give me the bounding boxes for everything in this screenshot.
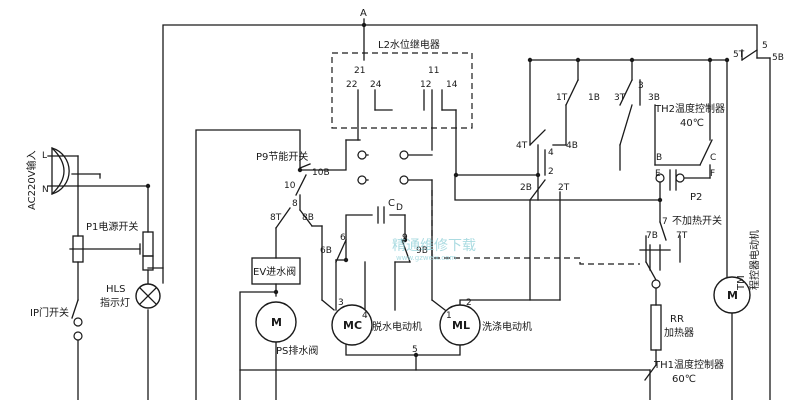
label-bus-5: 5 [412, 345, 418, 355]
label-2t: 2T [558, 183, 570, 193]
label-1t: 1T [556, 93, 568, 103]
label-rr: RR [670, 314, 684, 325]
watermark-url: www.gzweix.com [396, 254, 456, 262]
label-5: 5 [762, 41, 768, 51]
tm-program-motor-icon [713, 276, 751, 314]
label-tm-name: 程控器电动机 [748, 230, 761, 290]
ip-door-switch [71, 299, 79, 319]
label-hls: HLS [106, 284, 125, 295]
label-rr-name: 加热器 [664, 326, 694, 339]
label-1b: 1B [588, 93, 600, 103]
label-ac-l: L [42, 151, 47, 161]
labels: A L2水位继电器 21 22 24 11 12 14 AC220V输入 L N… [25, 8, 784, 385]
label-p9-10b: 10B [312, 168, 330, 178]
label-tm: TM [736, 275, 747, 291]
label-ev-valve: EV进水阀 [253, 265, 296, 278]
label-3t: 3T [614, 93, 626, 103]
label-cap-sub: D [396, 203, 403, 213]
mc-spin-motor-icon [331, 304, 373, 346]
label-node-a: A [360, 8, 367, 19]
label-5b: 5B [772, 53, 784, 63]
label-mc: MC [343, 319, 362, 332]
heater-contact [639, 244, 671, 271]
p9-energy-switch [275, 163, 311, 229]
label-2: 2 [548, 167, 554, 177]
label-7b: 7B [646, 231, 658, 241]
l2-relay-box [331, 52, 473, 129]
label-5t: 5T [733, 50, 745, 60]
label-ip-door: IP门开关 [30, 306, 69, 319]
capacitor-cd [377, 206, 385, 224]
label-ac-n: N [42, 185, 49, 195]
label-f: F [710, 169, 715, 179]
p1-power-switch [69, 231, 154, 271]
label-th1: TH1温度控制器 [653, 358, 724, 371]
label-l2-relay: L2水位继电器 [378, 38, 440, 51]
label-9: 9 [402, 233, 408, 243]
label-mc-4: 4 [362, 311, 368, 321]
label-ml-2: 2 [466, 298, 472, 308]
open-terminals [73, 150, 685, 341]
label-ml-name: 洗涤电动机 [482, 320, 532, 333]
label-4b: 4B [566, 141, 578, 151]
label-4: 4 [548, 148, 554, 158]
label-e: E [655, 169, 661, 179]
label-p9-10: 10 [284, 181, 296, 191]
label-8t: 8T [270, 213, 282, 223]
label-3: 3 [638, 81, 644, 91]
wires [47, 18, 771, 400]
program-contacts [335, 79, 633, 263]
junction-nodes [145, 22, 730, 358]
label-7t: 7T [676, 231, 688, 241]
ml-wash-motor-icon [439, 304, 481, 346]
label-hls-cn: 指示灯 [100, 296, 130, 309]
label-l2-14: 14 [446, 80, 458, 90]
label-l2-12: 12 [420, 80, 431, 90]
label-8b: 8B [302, 213, 314, 223]
label-l2-21: 21 [354, 66, 365, 76]
label-p1-switch: P1电源开关 [86, 220, 138, 233]
label-ml-1: 1 [446, 311, 452, 321]
label-ps-valve: PS排水阀 [276, 344, 318, 357]
label-ml: ML [452, 319, 470, 332]
label-2b: 2B [520, 183, 532, 193]
ac-plug-icon [51, 147, 70, 195]
label-4t: 4T [516, 141, 528, 151]
ev-inlet-valve [251, 257, 301, 285]
label-7: 7 [662, 217, 668, 227]
label-l2-24: 24 [370, 80, 382, 90]
label-mc-3: 3 [338, 298, 344, 308]
label-3b: 3B [648, 93, 660, 103]
label-mc-name: 脱水电动机 [372, 320, 422, 333]
label-c: C [710, 153, 716, 163]
p2-no-heat-switch [669, 169, 677, 191]
ps-drain-motor-icon [255, 301, 297, 343]
label-l2-11: 11 [428, 66, 439, 76]
hls-lamp-icon [135, 283, 161, 309]
label-b: B [656, 153, 662, 163]
label-p2: P2 [690, 192, 702, 203]
label-p2-name: 不加热开关 [672, 214, 722, 227]
label-cap: C [388, 198, 395, 209]
label-p9-8: 8 [292, 199, 298, 209]
label-ac-input: AC220V输入 [25, 150, 38, 210]
label-6b: 6B [320, 246, 332, 256]
label-l2-22: 22 [346, 80, 357, 90]
watermark-text: 精通维修下载 [392, 238, 476, 254]
label-9b: 9B [416, 246, 428, 256]
label-tm-m: M [727, 289, 738, 302]
label-th2-temp: 40℃ [680, 118, 704, 129]
label-6: 6 [340, 233, 346, 243]
rr-heater-icon [650, 304, 662, 351]
dashed-links [331, 52, 640, 265]
label-ps-m: M [271, 316, 282, 329]
label-th1-temp: 60℃ [672, 374, 696, 385]
label-th2: TH2温度控制器 [654, 102, 725, 115]
label-p9-switch: P9节能开关 [256, 150, 308, 163]
